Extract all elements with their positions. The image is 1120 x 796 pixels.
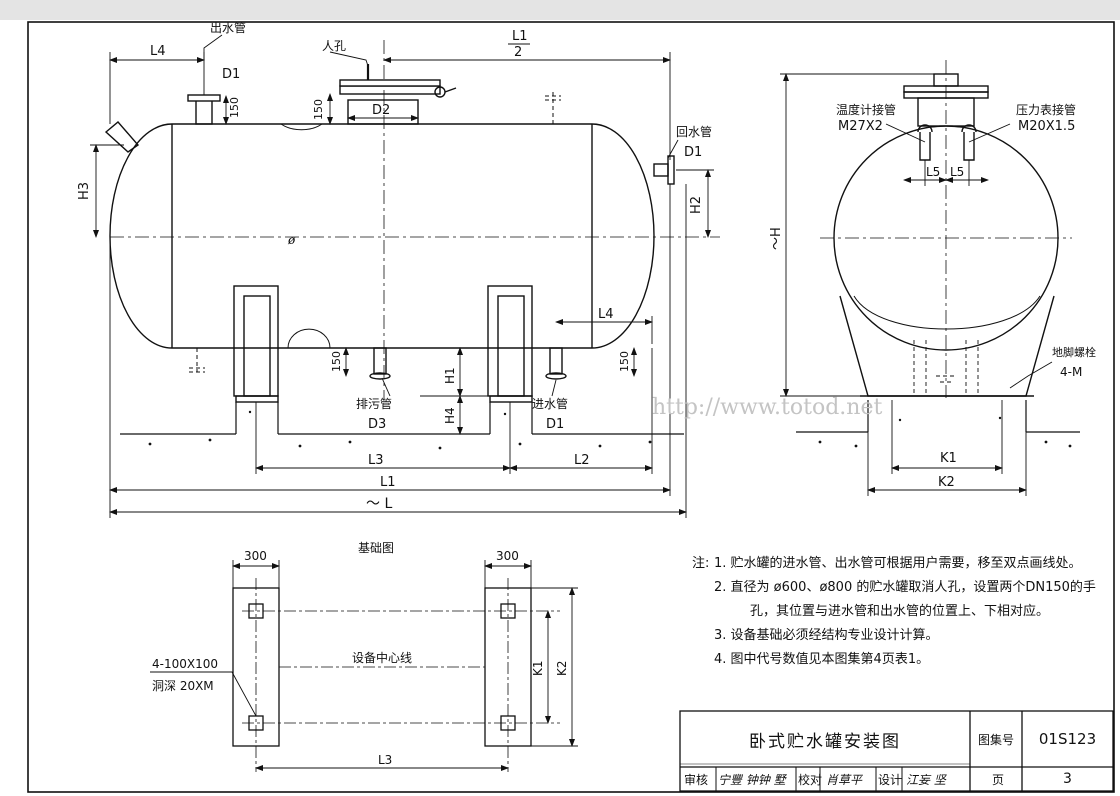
dim-l3-foundation: L3	[378, 753, 392, 767]
paper	[0, 20, 1120, 796]
dim-l1-half-num: L1	[512, 29, 528, 44]
note-2: 2. 直径为 ø600、ø800 的贮水罐取消人孔，设置两个DN150的手	[692, 576, 1112, 600]
atlas-label: 图集号	[977, 732, 1014, 747]
foundation-dimensions	[150, 560, 578, 771]
note-4: 4. 图中代号数值见本图集第4页表1。	[692, 648, 1112, 672]
page-number: 3	[1063, 771, 1072, 787]
design-signature: 江妄 坚	[906, 772, 946, 787]
dim-l5-right: L5	[950, 165, 964, 179]
dim-300-left: 300	[244, 549, 267, 563]
saddle-right	[487, 285, 533, 403]
sheet-border	[27, 21, 1115, 793]
review-signature: 宁豐 钟钟 墅	[718, 772, 786, 787]
dim-h1: H1	[443, 367, 457, 384]
check-signature: 肖草平	[826, 772, 863, 787]
notes-prefix: 注:	[692, 556, 710, 571]
label-temp-gauge-pipe: 温度计接管	[836, 102, 896, 117]
side-view-dimensions	[780, 73, 1053, 496]
design-label: 设计	[878, 772, 903, 787]
note-2-num: 2.	[714, 580, 727, 595]
dim-150-drain: 150	[330, 351, 343, 372]
label-anchor-bolt: 地脚螺栓	[1052, 345, 1096, 359]
dim-l3: L3	[368, 453, 384, 468]
label-drain-pipe: 排污管	[356, 396, 392, 411]
drawing-title: 卧式贮水罐安装图	[749, 731, 901, 752]
dim-h4: H4	[443, 407, 457, 424]
title-block: 卧式贮水罐安装图 图集号 01S123 审核 宁豐 钟钟 墅 校对 肖草平 设计…	[680, 711, 1113, 791]
dim-k2-foundation: K2	[555, 660, 569, 676]
dim-l1: L1	[380, 475, 396, 490]
dim-300-right: 300	[496, 549, 519, 563]
foundation-title: 基础图	[358, 541, 394, 555]
manhole-flange-upper	[339, 79, 441, 87]
notes: 注: 1. 贮水罐的进水管、出水管可根据用户需要，移至双点画线处。 2. 直径为…	[692, 552, 1112, 672]
dim-150-inlet: 150	[618, 351, 631, 372]
manhole-neck	[347, 99, 419, 125]
review-label: 审核	[684, 772, 709, 787]
label-manhole: 人孔	[322, 39, 346, 53]
foundation-text: 基础图 300 300 4-100X100 洞深 20XM 设备中心线 K1 K…	[152, 541, 569, 767]
dim-150-outlet: 150	[228, 97, 241, 118]
foundation-plan	[232, 578, 560, 772]
note-1: 注: 1. 贮水罐的进水管、出水管可根据用户需要，移至双点画线处。	[692, 552, 1112, 576]
dim-d2: D2	[372, 103, 390, 118]
side-view	[796, 60, 1080, 448]
dim-l2: L2	[574, 453, 590, 468]
note-4-text: 图中代号数值见本图集第4页表1。	[730, 652, 930, 667]
dim-k1: K1	[940, 451, 957, 466]
front-view-text: L4 出水管 D1 150 人孔 150 D2 L1 2 H3 H2 回水管 D…	[77, 20, 712, 512]
note-1-num: 1.	[714, 556, 727, 571]
title-block-grid	[679, 710, 1114, 792]
note-1-text: 贮水罐的进水管、出水管可根据用户需要，移至双点画线处。	[730, 556, 1082, 571]
hole-depth: 洞深 20XM	[152, 679, 214, 693]
dim-h2: H2	[689, 196, 704, 214]
note-2-cont: 孔，其位置与进水管和出水管的位置上、下相对应。	[692, 600, 1112, 624]
side-view-text: 温度计接管 M27X2 压力表接管 M20X1.5 L5 L5 ～H 地脚螺栓 …	[769, 102, 1096, 490]
hole-spec: 4-100X100	[152, 657, 218, 671]
check-label: 校对	[798, 772, 823, 787]
center-line-label: 设备中心线	[352, 650, 412, 665]
saddle-left	[233, 285, 279, 403]
dim-phi: ø	[287, 233, 296, 247]
dim-l4-top: L4	[150, 44, 166, 59]
atlas-number: 01S123	[1038, 730, 1097, 748]
dim-l-total: ～ L	[366, 496, 392, 512]
note-3: 3. 设备基础必须经结构专业设计计算。	[692, 624, 1112, 648]
front-view	[104, 40, 720, 450]
dim-d1-outlet: D1	[222, 67, 240, 82]
label-outlet-pipe: 出水管	[210, 20, 246, 35]
label-pressure-gauge-pipe: 压力表接管	[1016, 102, 1076, 117]
dim-d1-inlet: D1	[546, 417, 564, 432]
top-strip	[0, 0, 1120, 20]
dim-bolt-spec: 4-M	[1060, 365, 1082, 379]
note-3-text: 设备基础必须经结构专业设计计算。	[730, 628, 939, 643]
dim-l1-half-den: 2	[514, 45, 522, 60]
dim-h3: H3	[77, 182, 92, 200]
dim-m20: M20X1.5	[1018, 119, 1075, 134]
dim-m27: M27X2	[838, 119, 883, 134]
label-return-pipe: 回水管	[676, 124, 712, 139]
note-3-num: 3.	[714, 628, 727, 643]
dim-k1-foundation: K1	[531, 660, 545, 676]
note-2-text: 直径为 ø600、ø800 的贮水罐取消人孔，设置两个DN150的手	[730, 580, 1096, 595]
dim-d1-return: D1	[684, 145, 702, 160]
inlet-pipe	[549, 347, 563, 375]
dim-d3: D3	[368, 417, 386, 432]
watermark: http://www.totod.net	[652, 395, 882, 420]
dim-150-manhole: 150	[312, 99, 325, 120]
label-inlet-pipe: 进水管	[532, 396, 568, 411]
dim-l5-left: L5	[926, 165, 940, 179]
dim-h-total: ～H	[769, 227, 784, 250]
page-label: 页	[991, 772, 1004, 787]
note-2-cont-text: 孔，其位置与进水管和出水管的位置上、下相对应。	[750, 604, 1050, 619]
drain-pipe	[373, 347, 387, 375]
note-4-num: 4.	[714, 652, 727, 667]
front-view-dimensions	[90, 34, 714, 518]
dim-k2: K2	[938, 475, 955, 490]
dim-l4-right: L4	[598, 307, 614, 322]
